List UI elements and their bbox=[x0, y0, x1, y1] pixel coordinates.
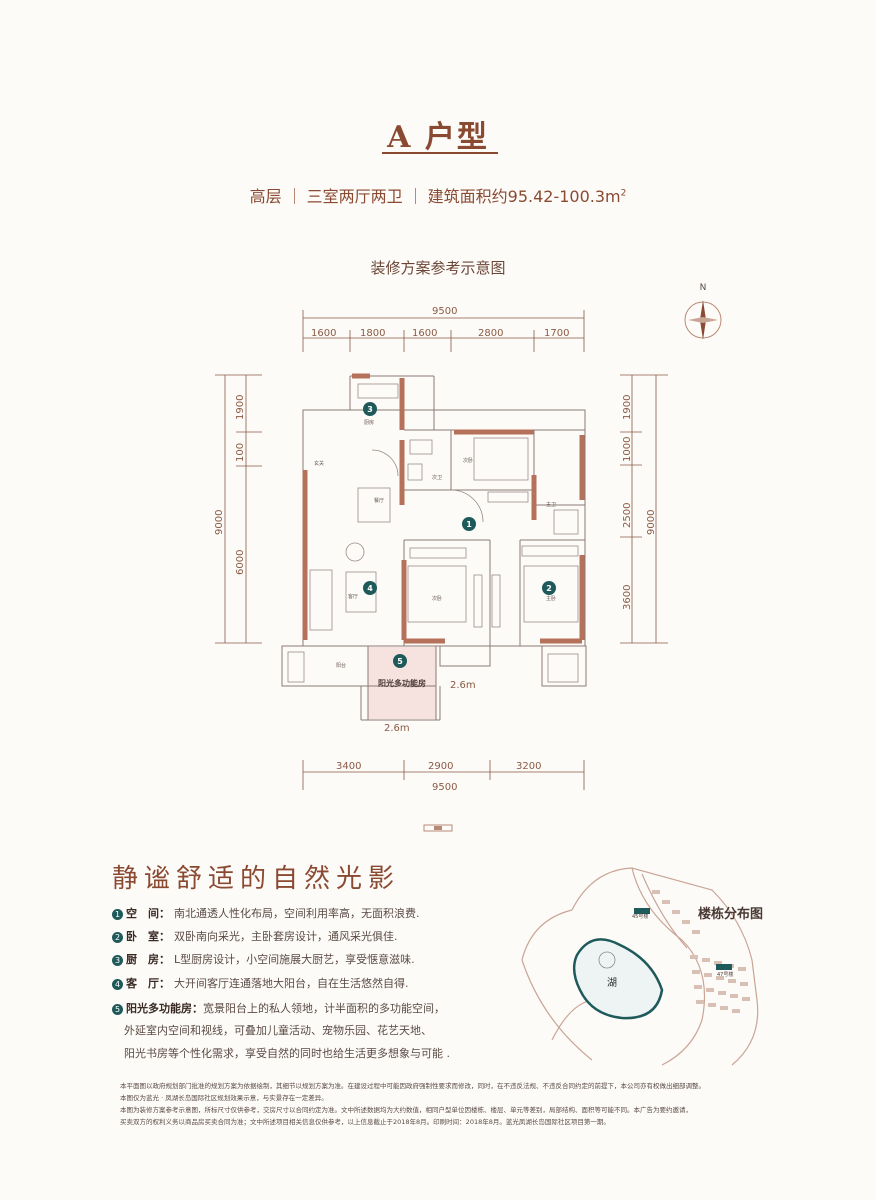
furniture bbox=[287, 383, 579, 683]
feature-sunroom-cont-1: 外延室内空间和视线，可叠加儿童活动、宠物乐园、花艺天地、 bbox=[124, 1024, 432, 1037]
room-label-guest-bath: 次卫 bbox=[432, 474, 442, 481]
bottom-dimension-lines bbox=[302, 760, 585, 790]
marker-2-label: 2 bbox=[546, 584, 552, 593]
room-label-entry: 玄关 bbox=[314, 460, 324, 467]
feature-sunroom-cont-2: 阳光书房等个性化需求，享受自然的同时也给生活更多想象与可能 . bbox=[124, 1047, 450, 1060]
site-lake-label: 湖 bbox=[607, 977, 617, 989]
spec-line: 高层 三室两厅两卫 建筑面积约95.42-100.3m2 bbox=[0, 183, 876, 207]
dim-top-seg-5: 1700 bbox=[544, 328, 569, 339]
site-building-47: 47号楼 bbox=[717, 971, 733, 978]
marker-4-label: 4 bbox=[367, 584, 373, 593]
marker-1 bbox=[462, 517, 476, 531]
dim-left-total: 9000 bbox=[214, 510, 225, 535]
site-map-title: 楼栋分布图 bbox=[698, 907, 764, 922]
room-label-kitchen: 厨房 bbox=[364, 419, 374, 426]
dim-right-seg-1: 1900 bbox=[622, 395, 633, 420]
dim-top-seg-4: 2800 bbox=[478, 328, 503, 339]
dim-right-seg-2: 1000 bbox=[622, 437, 633, 462]
dim-bottom-seg-3: 3200 bbox=[516, 761, 541, 772]
marker-5 bbox=[393, 654, 407, 668]
dim-sunroom-depth: 2.6m bbox=[450, 680, 476, 691]
dim-right-seg-3: 2500 bbox=[622, 503, 633, 528]
marker-3 bbox=[363, 402, 377, 416]
dim-right-seg-4: 3600 bbox=[622, 585, 633, 610]
spec-layout: 三室两厅两卫 bbox=[306, 187, 403, 206]
disclaimer: 本平面图以政府规划部门批准的规划方案为依据绘制，其细节以规划方案为准。在建设过程… bbox=[120, 1080, 780, 1128]
dim-top-total: 9500 bbox=[432, 306, 457, 317]
room-label-dining: 餐厅 bbox=[374, 497, 384, 504]
floor-plan: 9500 1600 1800 1600 2800 1700 1900 100 6… bbox=[214, 306, 668, 790]
spec-area-unit-exponent: 2 bbox=[620, 188, 627, 199]
top-dimension-lines bbox=[302, 310, 585, 352]
spec-building-type: 高层 bbox=[249, 187, 282, 206]
room-label-living: 客厅 bbox=[348, 593, 358, 600]
disclaimer-line-1: 本平面图以政府规划部门批准的规划方案为依据绘制，其细节以规划方案为准。在建设过程… bbox=[120, 1082, 705, 1090]
plan-structural-walls bbox=[302, 373, 585, 644]
divider-ornament-icon bbox=[423, 824, 453, 832]
left-dimension-lines bbox=[215, 374, 262, 644]
dim-top-seg-3: 1600 bbox=[412, 328, 437, 339]
title-underline bbox=[382, 152, 498, 154]
room-label-balcony: 阳台 bbox=[336, 662, 346, 669]
dim-left-seg-2: 100 bbox=[235, 443, 246, 462]
dim-sunroom-width: 2.6m bbox=[384, 723, 410, 734]
disclaimer-line-2: 本图仅为蓝光 · 凤湖长岛国际社区规划效果示意，与实景存在一定差异。 bbox=[120, 1094, 328, 1102]
page-title: A 户型 bbox=[387, 120, 489, 155]
disclaimer-line-3: 本图为装修方案参考示意图，所标尺寸仅供参考，交房尺寸以合同约定为准。文中所述数据… bbox=[120, 1106, 692, 1114]
room-markers: 3 1 2 4 5 bbox=[363, 402, 556, 668]
room-label-sunroom: 阳光多功能房 bbox=[378, 678, 426, 688]
room-label-bedroom-a: 次卧 bbox=[463, 457, 473, 464]
right-dimension-lines bbox=[620, 374, 668, 644]
dim-right-total: 9000 bbox=[646, 510, 657, 535]
spec-separator bbox=[414, 188, 416, 204]
room-label-bedroom-b: 次卧 bbox=[432, 595, 442, 602]
dim-bottom-seg-1: 3400 bbox=[336, 761, 361, 772]
marker-2 bbox=[542, 581, 556, 595]
marker-5-label: 5 bbox=[397, 657, 403, 666]
spec-area: 建筑面积约95.42-100.3m bbox=[427, 187, 621, 206]
marker-1-label: 1 bbox=[466, 520, 472, 529]
plan-walls bbox=[281, 375, 587, 721]
marker-4 bbox=[363, 581, 377, 595]
marker-3-label: 3 bbox=[367, 405, 373, 414]
compass-icon: N bbox=[684, 283, 722, 340]
compass-label: N bbox=[700, 283, 707, 293]
tagline: 静谧舒适的自然光影 bbox=[112, 864, 401, 894]
room-label-master-bed: 主卧 bbox=[546, 595, 556, 602]
room-label-master-bath: 主卫 bbox=[546, 501, 556, 508]
spec-separator bbox=[293, 188, 295, 204]
dim-top-seg-1: 1600 bbox=[311, 328, 336, 339]
dim-bottom-total: 9500 bbox=[432, 782, 457, 790]
dim-left-seg-3: 6000 bbox=[235, 550, 246, 575]
site-map: 湖 45号楼 47号楼 bbox=[521, 867, 759, 1066]
site-building-45: 45号楼 bbox=[632, 913, 648, 920]
dim-top-seg-2: 1800 bbox=[360, 328, 385, 339]
dim-left-seg-1: 1900 bbox=[235, 395, 246, 420]
dim-bottom-seg-2: 2900 bbox=[428, 761, 453, 772]
disclaimer-line-4: 买卖双方的权利义务以商品房买卖合同为准；文中所述项目相关信息仅供参考，以上信息截… bbox=[120, 1118, 610, 1126]
plan-caption: 装修方案参考示意图 bbox=[370, 259, 506, 277]
